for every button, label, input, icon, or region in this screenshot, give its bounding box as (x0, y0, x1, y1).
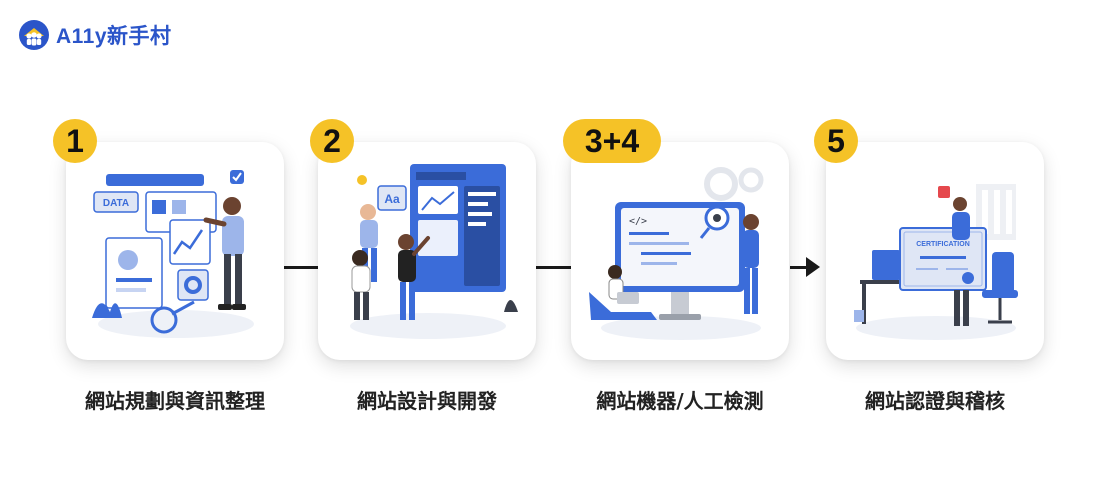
step-card-3: </> (571, 142, 789, 360)
data-planning-illustration: DATA (92, 170, 254, 338)
step-number-3: 3+4 (563, 119, 661, 163)
step-card-5: CERTIFICATION (826, 142, 1044, 360)
arrow-right-icon (806, 257, 820, 277)
aa-tag: Aa (384, 192, 400, 206)
step-card-1: DATA (66, 142, 284, 360)
village-people-icon (19, 20, 49, 50)
code-tag: </> (629, 216, 647, 227)
step-label-3: 網站機器/人工檢測 (596, 389, 764, 413)
data-tag: DATA (103, 198, 129, 209)
code-testing-illustration: </> (589, 167, 764, 340)
step-number-5: 5 (814, 119, 858, 163)
certification-illustration: CERTIFICATION (854, 184, 1018, 340)
step-card-2: Aa (318, 142, 536, 360)
step-label-5: 網站認證與稽核 (865, 389, 1005, 413)
certificate-title: CERTIFICATION (916, 241, 970, 248)
step-label-2: 網站設計與開發 (357, 389, 497, 413)
connector-1-2 (284, 266, 319, 269)
step-number-2: 2 (310, 119, 354, 163)
brand-name: A11y新手村 (56, 25, 172, 48)
step-number-1: 1 (53, 119, 97, 163)
design-development-illustration: Aa (350, 164, 518, 339)
step-label-1: 網站規劃與資訊整理 (85, 389, 265, 413)
connector-2-3 (536, 266, 572, 269)
brand-logo[interactable]: A11y新手村 (18, 19, 172, 51)
connector-3-5 (790, 266, 810, 269)
